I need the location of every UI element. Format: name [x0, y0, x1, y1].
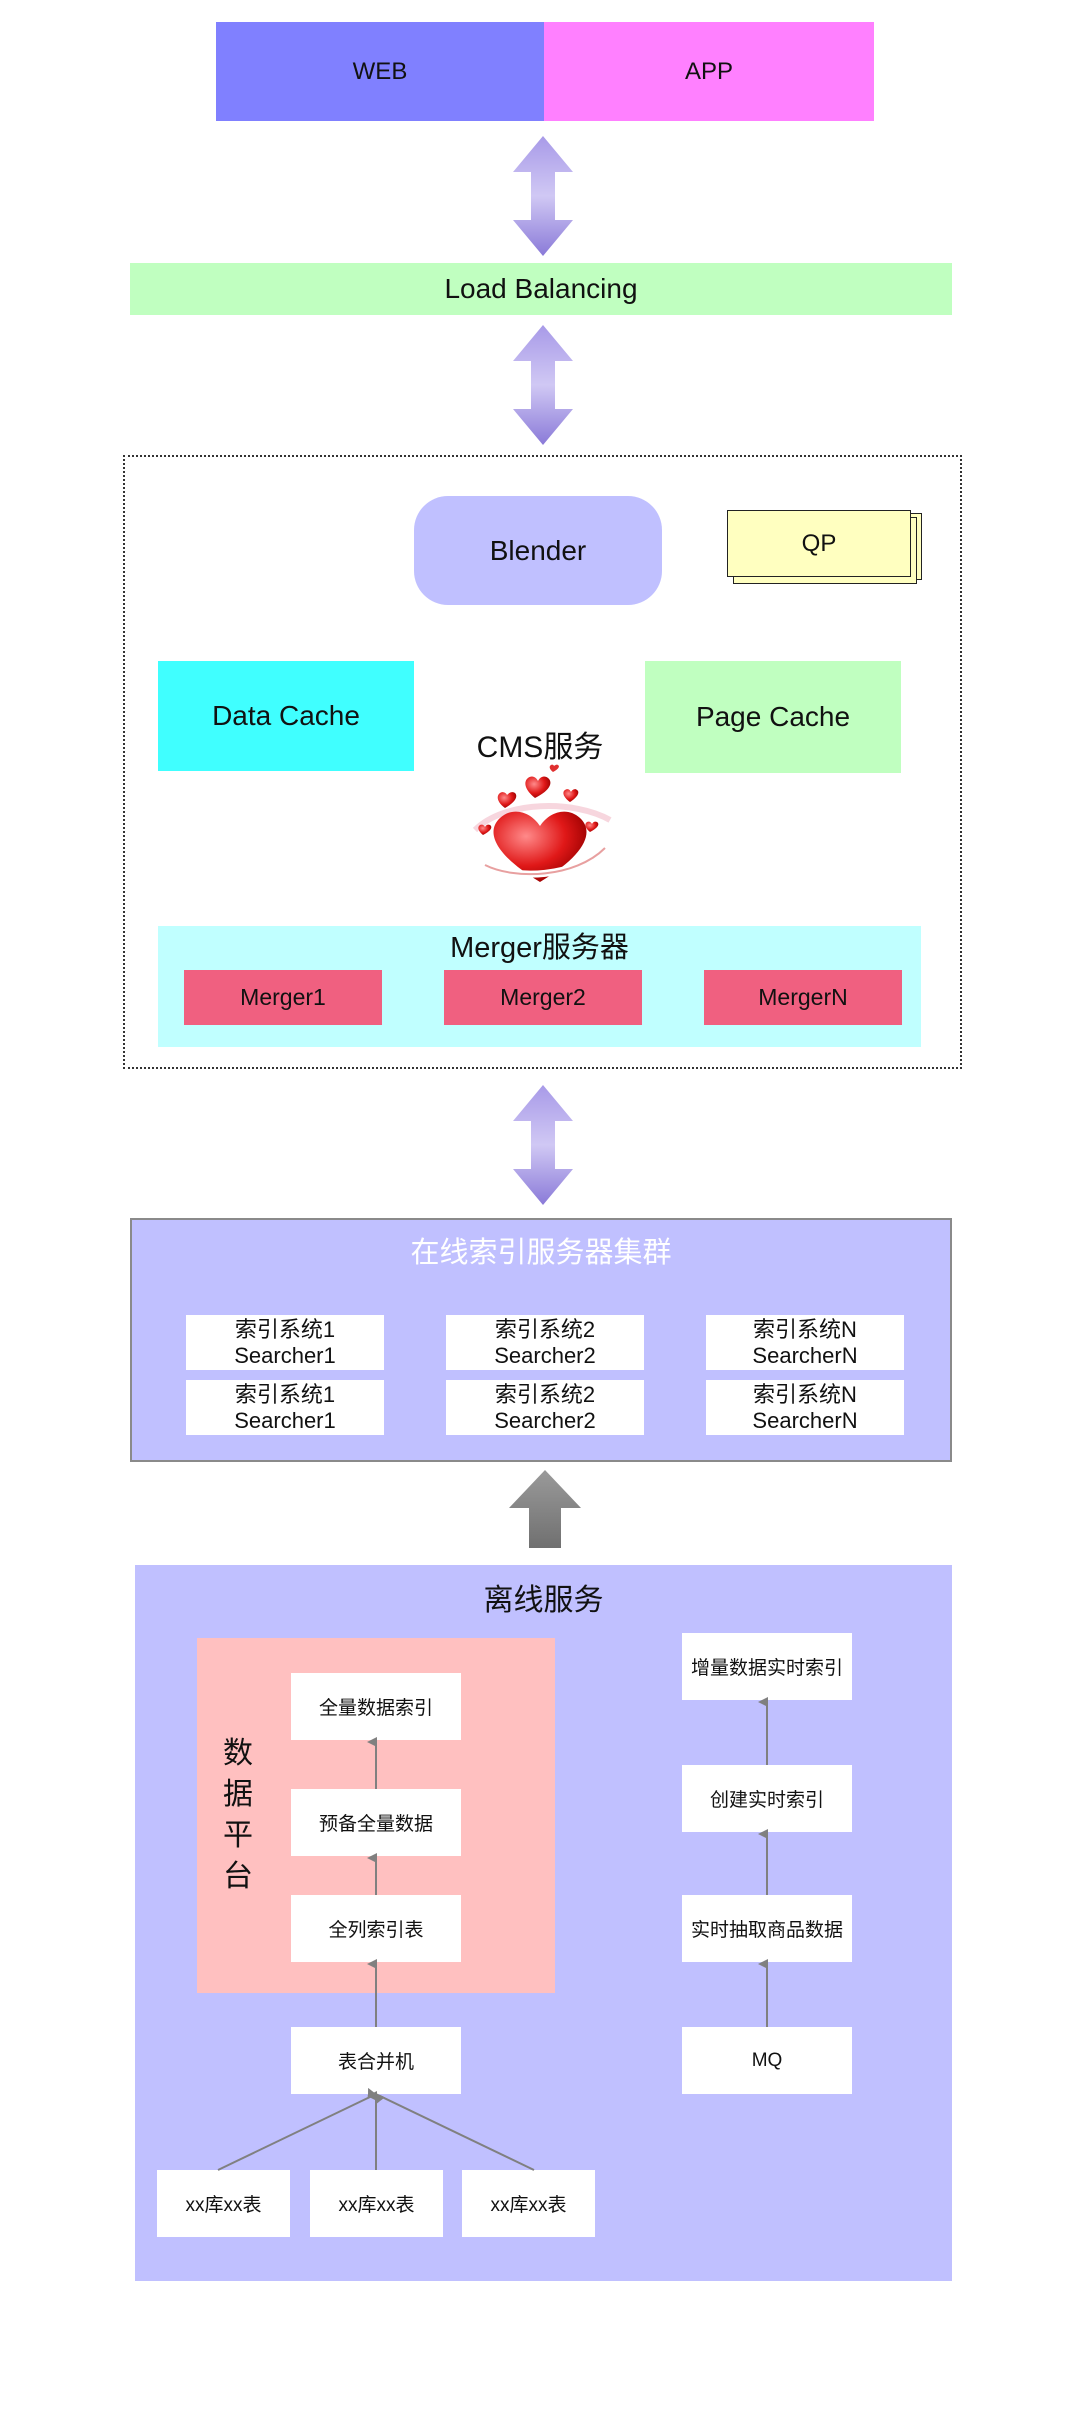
offline-service-title: 离线服务	[483, 1584, 604, 1617]
searcher-node: 索引系统2 Searcher2	[446, 1315, 644, 1370]
searcher-system-label: 索引系统N	[753, 1381, 857, 1407]
merger-node: Merger1	[184, 970, 382, 1025]
searcher-name-label: SearcherN	[752, 1407, 858, 1433]
double-arrow-icon	[513, 325, 573, 445]
cms-service-container	[123, 455, 962, 1069]
source-table-box: xx库xx表	[157, 2170, 290, 2237]
searcher-system-label: 索引系统2	[494, 1381, 596, 1407]
searcher-name-label: Searcher2	[494, 1407, 596, 1433]
searcher-node: 索引系统N SearcherN	[706, 1380, 904, 1435]
double-arrow-icon	[513, 136, 573, 256]
platform-label-char: 数	[223, 1737, 253, 1770]
searcher-node: 索引系统1 Searcher1	[186, 1380, 384, 1435]
page-cache-node: Page Cache	[645, 661, 901, 773]
mq-box: MQ	[682, 2027, 852, 2094]
incremental-realtime-index-box: 增量数据实时索引	[682, 1633, 852, 1700]
searcher-node: 索引系统2 Searcher2	[446, 1380, 644, 1435]
source-table-box: xx库xx表	[462, 2170, 595, 2237]
full-index-table-box: 全列索引表	[291, 1895, 461, 1962]
searcher-name-label: Searcher1	[234, 1407, 336, 1433]
data-cache-node: Data Cache	[158, 661, 414, 771]
online-cluster-title: 在线索引服务器集群	[410, 1237, 672, 1269]
searcher-system-label: 索引系统N	[753, 1316, 857, 1342]
source-table-box: xx库xx表	[310, 2170, 443, 2237]
table-merge-box: 表合并机	[291, 2027, 461, 2094]
cms-service-title: CMS服务	[476, 731, 604, 764]
data-platform-label: 数 据 平 台	[218, 1730, 258, 1900]
platform-label-char: 台	[223, 1860, 253, 1893]
up-arrow-icon	[509, 1470, 581, 1548]
app-client-box: APP	[544, 22, 874, 121]
searcher-name-label: SearcherN	[752, 1342, 858, 1368]
hearts-illustration-icon	[472, 764, 612, 882]
load-balancing-bar: Load Balancing	[130, 263, 952, 315]
searcher-system-label: 索引系统2	[494, 1316, 596, 1342]
merger-node: MergerN	[704, 970, 902, 1025]
merger-server-title: Merger服务器	[450, 932, 629, 964]
qp-node: QP	[727, 510, 911, 577]
platform-label-char: 据	[223, 1778, 253, 1811]
full-data-index-box: 全量数据索引	[291, 1673, 461, 1740]
web-client-box: WEB	[216, 22, 544, 121]
searcher-system-label: 索引系统1	[234, 1316, 336, 1342]
searcher-name-label: Searcher1	[234, 1342, 336, 1368]
blender-node: Blender	[414, 496, 662, 605]
flow-arrow-line	[217, 2087, 377, 2171]
create-realtime-index-box: 创建实时索引	[682, 1765, 852, 1832]
flow-arrow-line	[375, 2092, 535, 2171]
searcher-node: 索引系统N SearcherN	[706, 1315, 904, 1370]
searcher-name-label: Searcher2	[494, 1342, 596, 1368]
extract-product-data-box: 实时抽取商品数据	[682, 1895, 852, 1962]
searcher-system-label: 索引系统1	[234, 1381, 336, 1407]
prepare-full-data-box: 预备全量数据	[291, 1789, 461, 1856]
merger-node: Merger2	[444, 970, 642, 1025]
searcher-node: 索引系统1 Searcher1	[186, 1315, 384, 1370]
platform-label-char: 平	[223, 1819, 253, 1852]
double-arrow-icon	[513, 1085, 573, 1205]
